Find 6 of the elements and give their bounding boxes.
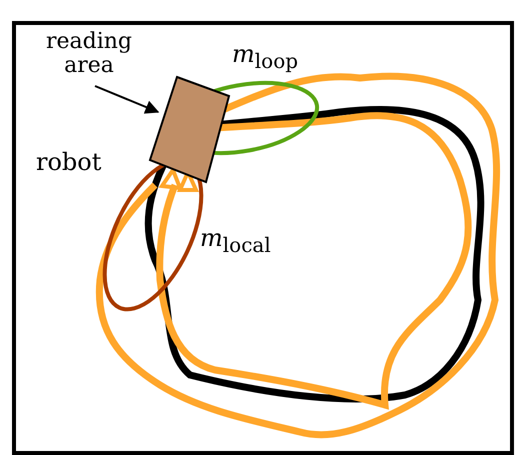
- ellipse-label: m$_{loop}$: [232, 42, 298, 73]
- ellipse-label: m$_{local}$: [200, 226, 271, 257]
- reading-area-rect: [148, 76, 230, 184]
- area-label: reading area: [38, 30, 140, 78]
- robot-label: robot: [36, 150, 102, 174]
- leader-arrow: [94, 85, 160, 114]
